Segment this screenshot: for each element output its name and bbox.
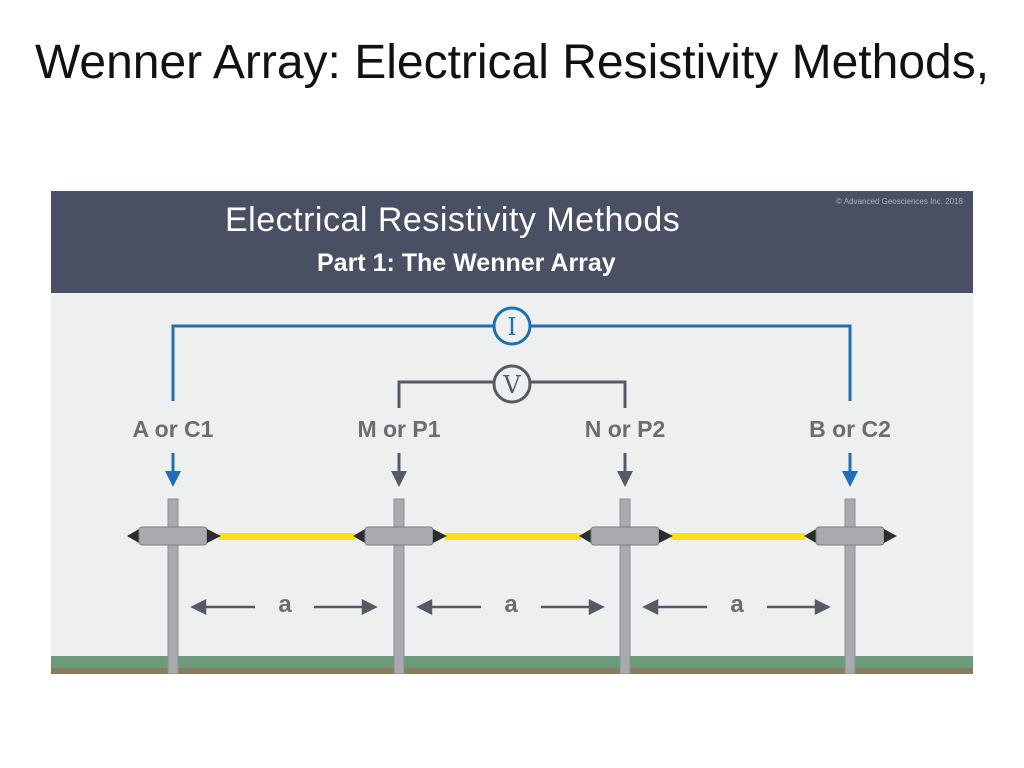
copyright-notice: © Advanced Geosciences Inc. 2018 [836, 197, 963, 206]
spacing-arrow [642, 598, 831, 616]
figure-header: Electrical Resistivity Methods Part 1: T… [51, 191, 973, 293]
electrode-label-n: N or P2 [584, 416, 666, 442]
spacing-label: a [278, 591, 292, 618]
slide-title: Wenner Array: Electrical Resistivity Met… [34, 36, 990, 89]
arrow-down-icon [617, 453, 633, 487]
current-symbol: I [507, 313, 516, 341]
figure-subtitle: Part 1: The Wenner Array [317, 249, 616, 277]
ground-soil [51, 668, 973, 674]
electrode-label-b: B or C2 [809, 416, 891, 442]
electrode-rod [619, 498, 631, 674]
arrow-down-icon [842, 453, 858, 487]
cable-segment [445, 533, 581, 540]
cable-segment [219, 533, 355, 540]
electrode-rod [393, 498, 405, 674]
current-wire-left [171, 324, 494, 401]
array-diagram: I V [51, 306, 973, 674]
cable-connector [127, 526, 221, 546]
cable-segment [671, 533, 805, 540]
current-wire-right [530, 324, 852, 401]
spacing-label: a [504, 591, 518, 618]
voltage-symbol: V [502, 371, 521, 399]
ammeter-icon: I [492, 306, 532, 346]
spacing-arrow [190, 598, 378, 616]
figure-title: Electrical Resistivity Methods [225, 201, 681, 239]
spacing-label: a [730, 591, 744, 618]
wenner-array-figure: Electrical Resistivity Methods Part 1: T… [51, 191, 973, 674]
cable-connector [804, 526, 897, 546]
cable-connector [579, 526, 673, 546]
arrow-down-icon [165, 453, 181, 487]
electrode-label-m: M or P1 [357, 416, 441, 442]
voltmeter-icon: V [492, 364, 532, 404]
voltage-wire-right [530, 380, 627, 408]
voltage-wire-left [397, 380, 494, 408]
spacing-arrow [416, 598, 605, 616]
cable-connector [353, 526, 447, 546]
arrow-down-icon [391, 453, 407, 487]
electrode-label-a: A or C1 [132, 416, 214, 442]
ground-surface [51, 656, 973, 668]
electrode-rod [844, 498, 856, 674]
electrode-rod [167, 498, 179, 674]
